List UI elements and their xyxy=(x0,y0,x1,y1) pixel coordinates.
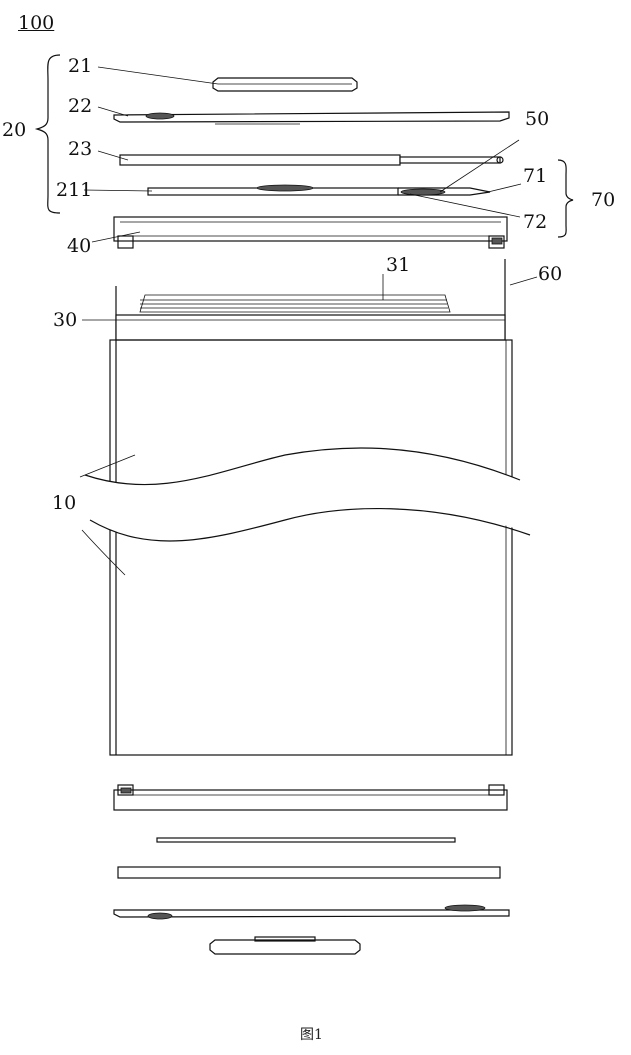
label-31: 31 xyxy=(386,256,410,275)
label-22: 22 xyxy=(68,97,92,116)
label-70: 70 xyxy=(591,191,615,210)
figure-caption: 图1 xyxy=(300,1028,323,1042)
part-23-insulating-sheet xyxy=(120,155,503,165)
part-bottom-layer xyxy=(157,838,455,842)
part-40-holder xyxy=(114,217,507,248)
part-211-layer xyxy=(148,185,490,195)
part-bottom-sheet xyxy=(118,867,500,878)
label-211: 211 xyxy=(56,181,92,200)
label-50: 50 xyxy=(525,110,549,129)
label-21: 21 xyxy=(68,57,92,76)
label-71: 71 xyxy=(523,167,547,186)
part-21-cap xyxy=(213,78,357,91)
label-60: 60 xyxy=(538,265,562,284)
label-40: 40 xyxy=(67,237,91,256)
part-bottom-plate xyxy=(114,905,509,919)
part-31-electrode-stack xyxy=(140,295,450,312)
label-23: 23 xyxy=(68,140,92,159)
part-10-shell xyxy=(85,340,530,755)
label-30: 30 xyxy=(53,311,77,330)
part-bottom-holder xyxy=(114,785,507,810)
part-bottom-cap xyxy=(210,937,360,954)
label-72: 72 xyxy=(523,213,547,232)
label-10: 10 xyxy=(52,494,76,513)
part-30-plate xyxy=(116,315,505,340)
brace-70 xyxy=(558,160,573,237)
label-20: 20 xyxy=(2,121,26,140)
part-22-plate xyxy=(114,112,509,124)
assembly-ref-100: 100 xyxy=(18,14,54,33)
